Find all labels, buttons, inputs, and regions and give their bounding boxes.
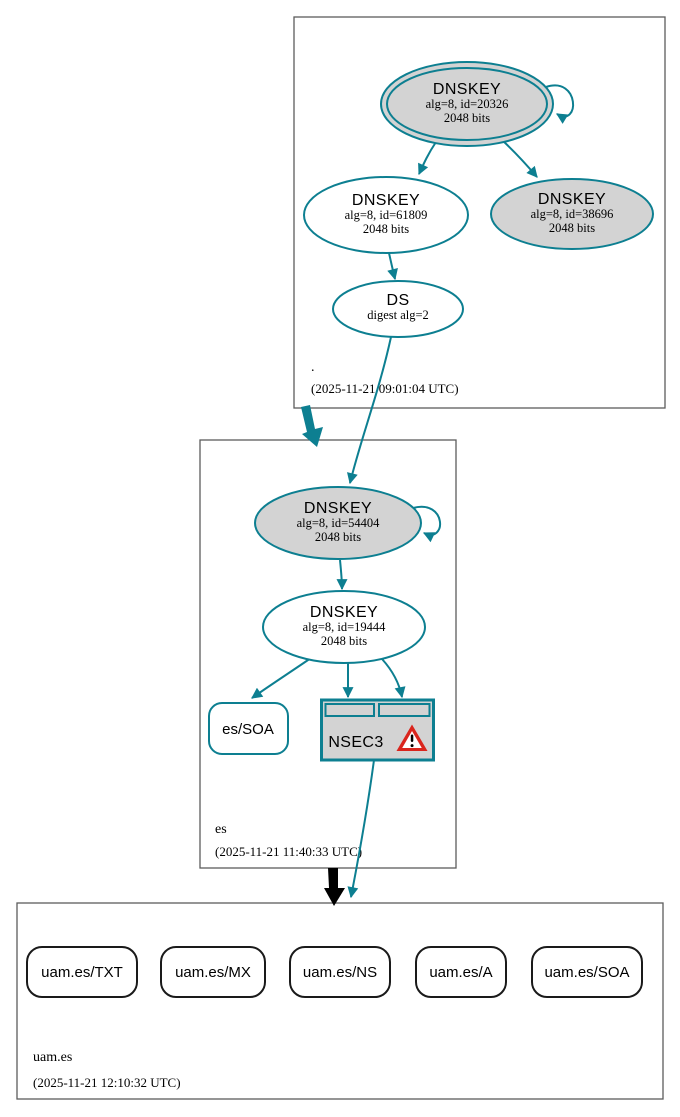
node-detail: 2048 bits: [549, 221, 595, 235]
edge-es-zsk-to-soa: [251, 657, 312, 699]
root-zsk-dnskey-node[interactable]: DNSKEY alg=8, id=61809 2048 bits: [303, 176, 469, 254]
node-title: DNSKEY: [538, 191, 606, 208]
dnskey-trust-anchor-ellipse-inner: [386, 67, 548, 141]
node-detail: digest alg=2: [367, 308, 429, 322]
uam-es-ns-rrset-node[interactable]: uam.es/NS: [289, 946, 391, 998]
rrset-label: uam.es/A: [429, 964, 492, 981]
rrset-rounded-rect[interactable]: [415, 946, 507, 998]
dnskey-ellipse[interactable]: [490, 178, 654, 250]
node-detail: alg=8, id=19444: [303, 620, 387, 634]
warning-icon: [396, 724, 428, 751]
edge-root-zsk-to-ds: [387, 252, 398, 281]
node-detail: 2048 bits: [444, 111, 490, 125]
edge-es-nsec3-to-uam-es-zone: [347, 759, 375, 899]
uam-es-soa-rrset-node[interactable]: uam.es/SOA: [531, 946, 643, 998]
node-title: DNSKEY: [310, 604, 378, 621]
node-detail: 2048 bits: [363, 222, 409, 236]
zone-timestamp-root: (2025-11-21 09:01:04 UTC): [311, 381, 459, 396]
uam-es-mx-rrset-node[interactable]: uam.es/MX: [160, 946, 266, 998]
nsec3-cell-2: [378, 703, 431, 717]
ds-ellipse[interactable]: [332, 280, 464, 338]
edge-es-ksk-to-zsk: [336, 559, 348, 591]
root-ksk-dnskey-node[interactable]: DNSKEY alg=8, id=20326 2048 bits: [380, 61, 554, 147]
rrset-label: uam.es/NS: [303, 964, 377, 981]
dnskey-ellipse[interactable]: [254, 486, 422, 560]
zone-uam-es: uam.es (2025-11-21 12:10:32 UTC): [16, 902, 664, 1100]
es-soa-rrset-node[interactable]: es/SOA: [208, 702, 289, 755]
dnskey-trust-anchor-ellipse-outer[interactable]: [380, 61, 554, 147]
zone-timestamp-es: (2025-11-21 11:40:33 UTC): [215, 844, 362, 859]
edge-es-zsk-to-nsec3-cell2: [381, 658, 406, 699]
zone-label-uam-es: uam.es: [33, 1050, 72, 1065]
node-detail: alg=8, id=61809: [345, 208, 428, 222]
rrset-rounded-rect[interactable]: [289, 946, 391, 998]
node-title: DNSKEY: [352, 192, 420, 209]
nsec3-cell-1: [324, 703, 375, 717]
uam-es-txt-rrset-node[interactable]: uam.es/TXT: [26, 946, 138, 998]
edge-root-ksk-to-zsk: [418, 141, 437, 176]
rrset-label: uam.es/MX: [175, 964, 251, 981]
edge-root-ksk-to-key3: [501, 139, 538, 178]
node-detail: 2048 bits: [321, 634, 367, 648]
delegation-arrow-root-to-es: [301, 405, 323, 447]
node-detail: alg=8, id=20326: [426, 97, 509, 111]
es-zsk-dnskey-node[interactable]: DNSKEY alg=8, id=19444 2048 bits: [262, 590, 426, 664]
zone-box-uam-es: [16, 902, 664, 1100]
rrset-rounded-rect[interactable]: [531, 946, 643, 998]
zone-label-es: es: [215, 822, 227, 837]
rrset-rounded-rect[interactable]: [160, 946, 266, 998]
self-sign-loop-es-ksk: [412, 505, 442, 543]
delegation-arrow-es-to-uam-es: [324, 868, 345, 906]
self-sign-loop-root-ksk: [545, 84, 575, 124]
rrset-rounded-rect[interactable]: [26, 946, 138, 998]
uam-es-a-rrset-node[interactable]: uam.es/A: [415, 946, 507, 998]
node-title: DNSKEY: [433, 81, 501, 98]
node-title: DS: [386, 292, 409, 309]
root-dnskey-38696-node[interactable]: DNSKEY alg=8, id=38696 2048 bits: [490, 178, 654, 250]
nsec3-label: NSEC3: [328, 734, 383, 751]
rrset-label: uam.es/SOA: [544, 964, 629, 981]
node-title: DNSKEY: [304, 500, 372, 517]
zone-timestamp-uam-es: (2025-11-21 12:10:32 UTC): [33, 1075, 181, 1090]
es-nsec3-node[interactable]: NSEC3: [320, 698, 435, 762]
node-detail: alg=8, id=38696: [531, 207, 614, 221]
rrset-label: es/SOA: [222, 721, 274, 738]
node-detail: 2048 bits: [315, 530, 361, 544]
root-ds-node[interactable]: DS digest alg=2: [332, 280, 464, 338]
es-ksk-dnskey-node[interactable]: DNSKEY alg=8, id=54404 2048 bits: [254, 486, 422, 560]
rrset-rounded-rect[interactable]: [208, 702, 289, 755]
rrset-label: uam.es/TXT: [41, 964, 123, 981]
node-detail: alg=8, id=54404: [297, 516, 381, 530]
edge-root-ds-to-es-ksk: [347, 336, 392, 485]
dnskey-ellipse[interactable]: [262, 590, 426, 664]
zone-label-root: .: [311, 360, 315, 375]
dnskey-ellipse[interactable]: [303, 176, 469, 254]
